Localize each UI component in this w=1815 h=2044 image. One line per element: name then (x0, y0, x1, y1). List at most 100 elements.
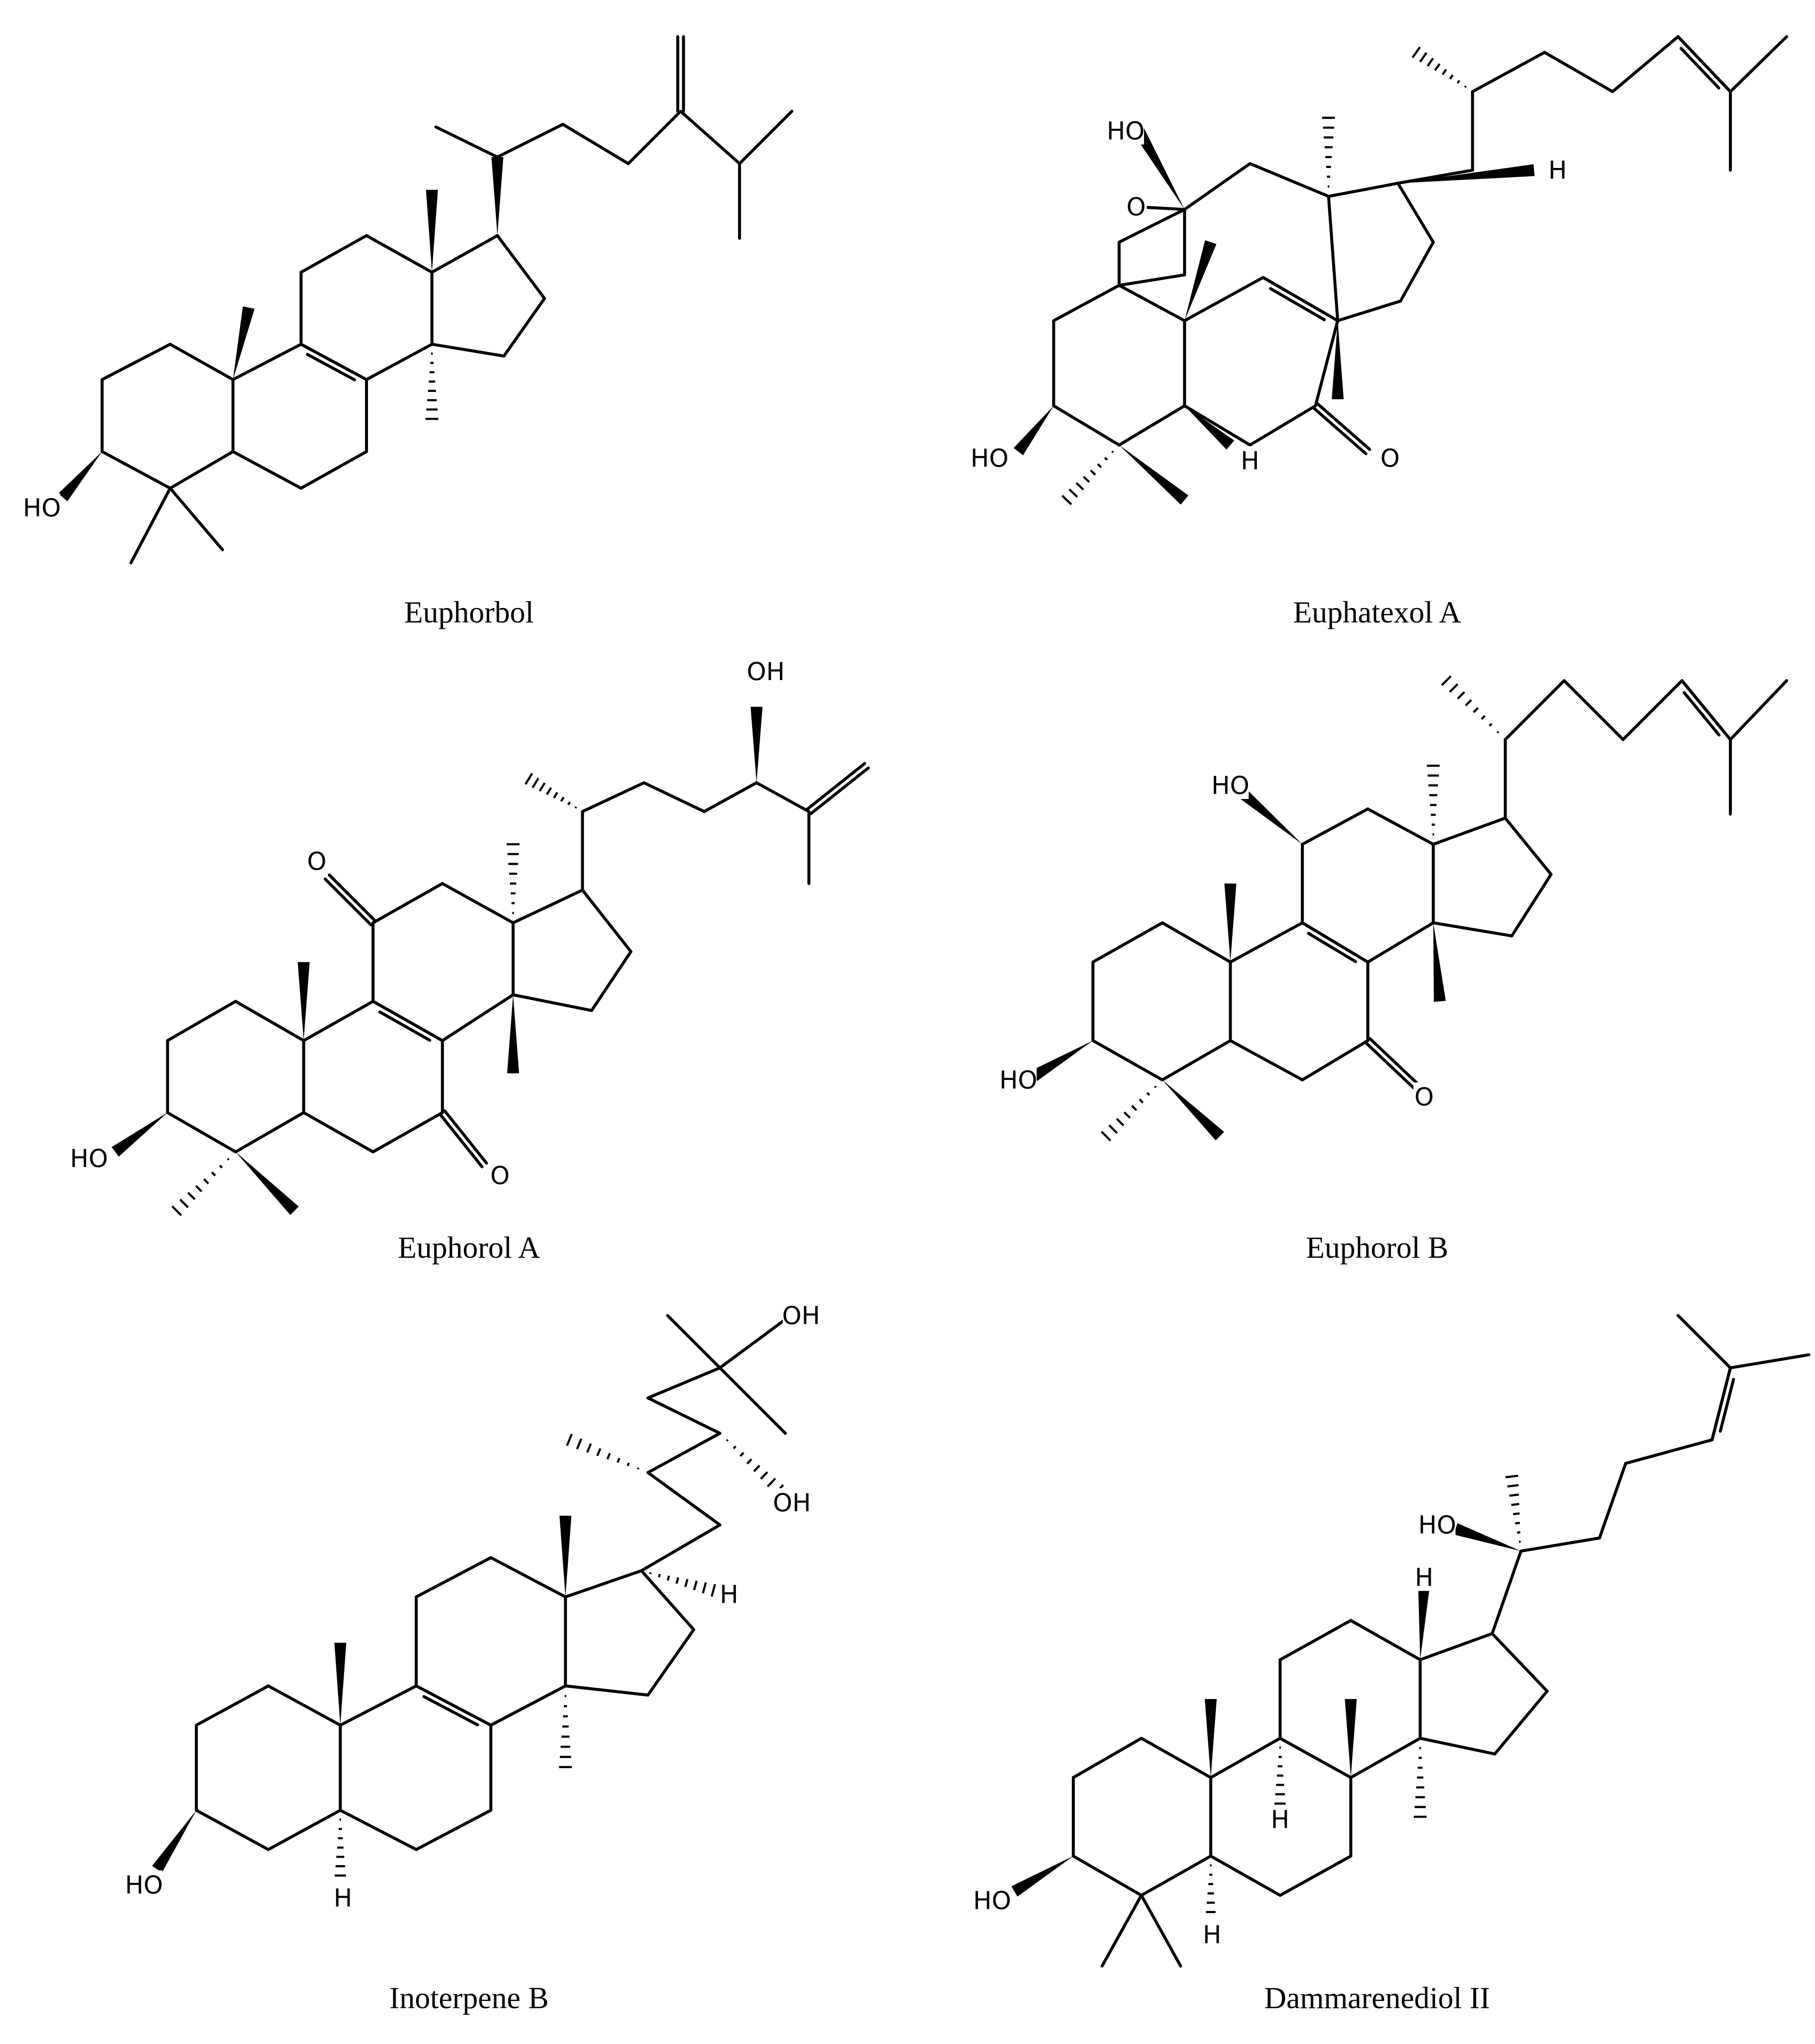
wedge-bond (1011, 1856, 1073, 1896)
wedge-bond (1398, 164, 1535, 183)
bond (373, 1113, 443, 1152)
bond (1230, 923, 1303, 962)
hash-stroke (1105, 457, 1107, 460)
hydrogen-label: H (1241, 446, 1259, 475)
hashed-bond (1322, 118, 1335, 186)
hydroxyl-label: OH (773, 1488, 811, 1517)
bond (440, 1115, 482, 1167)
bond (1162, 1041, 1230, 1080)
bond (641, 1525, 720, 1571)
bond (1521, 1538, 1599, 1551)
wedge-bond (1433, 923, 1446, 1002)
bond (1368, 809, 1433, 844)
bond (648, 1473, 720, 1525)
bond (1512, 874, 1551, 936)
bond (131, 488, 170, 563)
caption-euphorol-b: Euphorol B (1079, 1232, 1676, 1263)
bond (513, 890, 582, 923)
hydroxyl-label: HO (973, 1886, 1011, 1915)
hash-stroke (1083, 477, 1089, 482)
bond (1303, 1041, 1368, 1080)
bond (491, 1558, 565, 1597)
hash-stroke (1497, 732, 1499, 733)
hashed-bond (525, 773, 576, 808)
bond (1681, 49, 1719, 88)
bond (1564, 680, 1623, 739)
hash-stroke (561, 797, 564, 802)
bond (1492, 1551, 1521, 1633)
bond (1492, 1633, 1547, 1691)
bond (340, 1686, 416, 1725)
bond (1368, 923, 1433, 962)
bond (504, 298, 544, 356)
hash-stroke (650, 1572, 651, 1574)
wedge-bond (1184, 240, 1216, 321)
bond (1280, 1856, 1351, 1895)
hydroxyl-label: HO (125, 1870, 163, 1899)
hashed-bond (1442, 676, 1499, 733)
bond (668, 1315, 720, 1368)
bond (325, 879, 371, 925)
hydroxyl-label: HO (999, 1065, 1037, 1094)
hash-stroke (1102, 1132, 1111, 1141)
hydrogen-label: H (1548, 156, 1567, 185)
hash-stroke (1155, 1086, 1156, 1088)
bond (1505, 680, 1564, 739)
bond (563, 124, 628, 164)
hash-stroke (1508, 1485, 1519, 1486)
hash-stroke (533, 778, 538, 787)
hash-stroke (727, 1440, 728, 1441)
bond (498, 124, 563, 157)
hashed-bond (1505, 1476, 1521, 1542)
bond (1682, 680, 1731, 739)
hash-stroke (1458, 81, 1459, 83)
bond (704, 783, 757, 812)
hash-stroke (1442, 676, 1451, 685)
hash-stroke (685, 1579, 687, 1587)
wedge-bond (750, 707, 762, 783)
hash-stroke (1450, 684, 1458, 692)
bond (1623, 680, 1682, 739)
wedge-bond (334, 1643, 346, 1725)
hash-stroke (659, 1574, 660, 1577)
bond (170, 488, 223, 550)
bond (367, 236, 432, 272)
hash-stroke (703, 1583, 706, 1593)
bond (1141, 1856, 1211, 1895)
bond (648, 1630, 694, 1695)
hydroxyl-label: HO (1211, 771, 1249, 800)
wedge-bond (1013, 406, 1054, 455)
bond (1119, 285, 1185, 321)
wedge-bond (298, 962, 310, 1040)
hash-stroke (617, 1458, 619, 1462)
hash-stroke (1140, 1099, 1143, 1103)
bond (644, 783, 704, 812)
hash-stroke (1442, 69, 1446, 75)
bond (304, 1113, 373, 1152)
bond (648, 1368, 720, 1398)
bond (565, 1571, 641, 1597)
hashed-bond (1413, 47, 1466, 87)
caption-euphorbol: Euphorbol (171, 597, 767, 628)
hash-stroke (567, 1434, 572, 1446)
bond (1314, 408, 1366, 454)
bond (197, 1686, 269, 1725)
caption-euphatexol-a: Euphatexol A (1079, 597, 1676, 628)
bond (720, 1320, 786, 1368)
bond (268, 1810, 340, 1850)
bond (1731, 37, 1787, 92)
wedge-bond (426, 190, 438, 272)
hash-stroke (747, 1459, 751, 1464)
hash-stroke (1435, 64, 1440, 70)
bond (373, 883, 443, 923)
bond (592, 952, 631, 1010)
bond (436, 127, 497, 157)
bond (582, 783, 644, 812)
bond (1141, 1895, 1181, 1966)
hashed-bond (559, 1696, 572, 1767)
caption-inoterpene-b: Inoterpene B (171, 1983, 767, 2013)
hash-stroke (575, 807, 576, 808)
hash-stroke (540, 783, 545, 791)
bond (565, 1686, 648, 1695)
